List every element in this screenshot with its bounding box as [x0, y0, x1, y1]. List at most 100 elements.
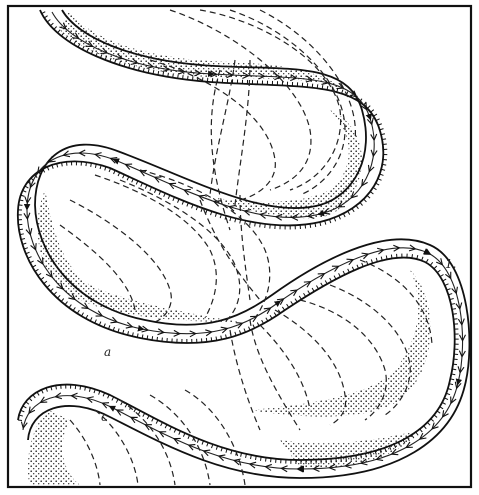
- flow-arrowhead: [337, 201, 346, 208]
- bank-hatch-mark: [321, 85, 324, 90]
- bank-hatch-mark: [25, 251, 30, 255]
- bank-hatch-mark: [90, 50, 94, 55]
- bank-hatch-mark: [29, 260, 34, 264]
- bank-hatch-mark: [382, 138, 387, 141]
- bank-hatch-mark: [307, 290, 311, 295]
- bank-hatch-mark: [311, 287, 315, 292]
- bank-hatch-mark: [430, 418, 435, 422]
- bank-hatch-mark: [81, 312, 84, 317]
- flow-arrowhead: [405, 441, 413, 449]
- flow-arrowhead: [144, 424, 152, 431]
- flow-arrowhead: [349, 90, 358, 98]
- bank-hatch-mark: [69, 38, 73, 43]
- bank-hatch-mark: [366, 195, 371, 199]
- bank-hatch-mark: [98, 390, 101, 395]
- bank-hatch-mark: [320, 282, 324, 287]
- bank-hatch-mark: [260, 456, 262, 461]
- bank-hatch-mark: [298, 295, 302, 300]
- bank-hatch-mark: [329, 277, 332, 282]
- bank-hatch-mark: [117, 328, 120, 333]
- flow-arrowhead: [450, 396, 457, 405]
- bank-hatch-mark: [436, 269, 441, 273]
- bank-hatch-mark: [18, 204, 23, 206]
- bank-hatch-mark: [64, 301, 68, 306]
- bank-hatch-mark: [350, 456, 352, 461]
- flow-arrowhead: [455, 302, 463, 311]
- flow-arrowhead: [71, 32, 80, 40]
- bank-hatch-mark: [57, 294, 61, 299]
- bank-hatch-mark: [133, 65, 136, 70]
- flow-arrowhead: [28, 406, 36, 415]
- flow-arrowhead: [197, 194, 206, 202]
- flow-arrows: [20, 22, 466, 473]
- bank-hatch-mark: [177, 74, 179, 79]
- flow-arrowhead: [459, 334, 466, 343]
- bank-hatch-mark: [363, 198, 367, 203]
- flow-arrowhead: [194, 69, 202, 77]
- flow-arrowhead: [20, 421, 28, 430]
- label-c: c: [101, 410, 108, 424]
- flow-arrowhead: [375, 454, 384, 462]
- flow-arrowhead: [125, 321, 134, 329]
- flow-arrowhead: [54, 392, 63, 400]
- flow-arrowhead: [115, 409, 124, 416]
- bank-hatch-mark: [182, 432, 186, 437]
- bank-hatch-mark: [103, 323, 106, 328]
- flow-arrowhead: [77, 149, 86, 157]
- bank-hatch-mark: [18, 228, 24, 231]
- bank-hatch-mark: [46, 284, 51, 288]
- flow-arrowhead: [37, 257, 44, 266]
- bank-hatch-mark: [50, 22, 54, 27]
- flow-arrowhead: [153, 176, 162, 183]
- flow-arrowhead: [157, 328, 166, 336]
- bank-hatch-mark: [44, 15, 48, 19]
- flow-arrowhead: [322, 208, 331, 215]
- flow-arrowhead: [235, 322, 244, 329]
- bank-hatch-mark: [93, 389, 96, 394]
- bank-hatch-mark: [361, 262, 364, 267]
- bank-hatch-mark: [187, 434, 191, 439]
- point-bar-middle-right: [200, 110, 362, 219]
- bank-hatch-mark: [195, 206, 199, 211]
- bank-hatch-mark: [40, 276, 45, 281]
- flow-arrowhead: [435, 258, 444, 266]
- flow-arrowhead: [45, 270, 53, 279]
- bank-hatch-mark: [146, 335, 149, 340]
- bank-hatch-mark: [294, 298, 298, 303]
- bank-hatch-mark: [118, 60, 121, 66]
- flow-arrowhead: [23, 212, 31, 221]
- flow-arrowhead: [441, 410, 449, 418]
- flow-arrowhead: [350, 191, 358, 199]
- bank-hatch-mark: [109, 57, 112, 62]
- bank-hatch-mark: [43, 280, 48, 285]
- bank-hatch-mark: [436, 410, 441, 414]
- flow-arrowhead: [451, 286, 458, 295]
- bank-hatch-mark: [81, 45, 85, 50]
- bank-hatch-mark: [178, 430, 181, 435]
- flow-arrowhead: [263, 307, 272, 315]
- thalweg-flow-line: [22, 11, 464, 473]
- bank-hatch-mark: [49, 288, 54, 292]
- bank-hatch-mark: [64, 35, 69, 40]
- flow-arrowhead: [173, 329, 182, 337]
- flow-arrowhead: [36, 166, 44, 175]
- flow-arrowhead: [336, 82, 345, 90]
- flow-arrowhead: [367, 164, 375, 173]
- bank-hatch-mark: [53, 291, 57, 296]
- flow-arrowhead: [290, 289, 299, 297]
- bank-hatch-mark: [375, 118, 380, 121]
- bank-hatch-mark: [41, 11, 46, 15]
- bank-hatch-mark: [169, 426, 172, 431]
- flow-arrowhead: [95, 310, 104, 317]
- flow-arrowhead: [168, 182, 177, 190]
- bank-hatch-mark: [151, 417, 154, 422]
- flow-arrowhead: [59, 22, 67, 30]
- flow-arrowhead: [408, 244, 417, 252]
- bank-hatch-mark: [128, 63, 131, 69]
- flow-arrowhead: [312, 465, 320, 473]
- bank-hatch-mark: [191, 204, 194, 209]
- bank-hatch-mark: [24, 185, 29, 189]
- flow-arrowhead: [445, 271, 452, 280]
- bank-hatch-mark: [90, 162, 92, 167]
- bank-hatch-mark: [345, 456, 347, 462]
